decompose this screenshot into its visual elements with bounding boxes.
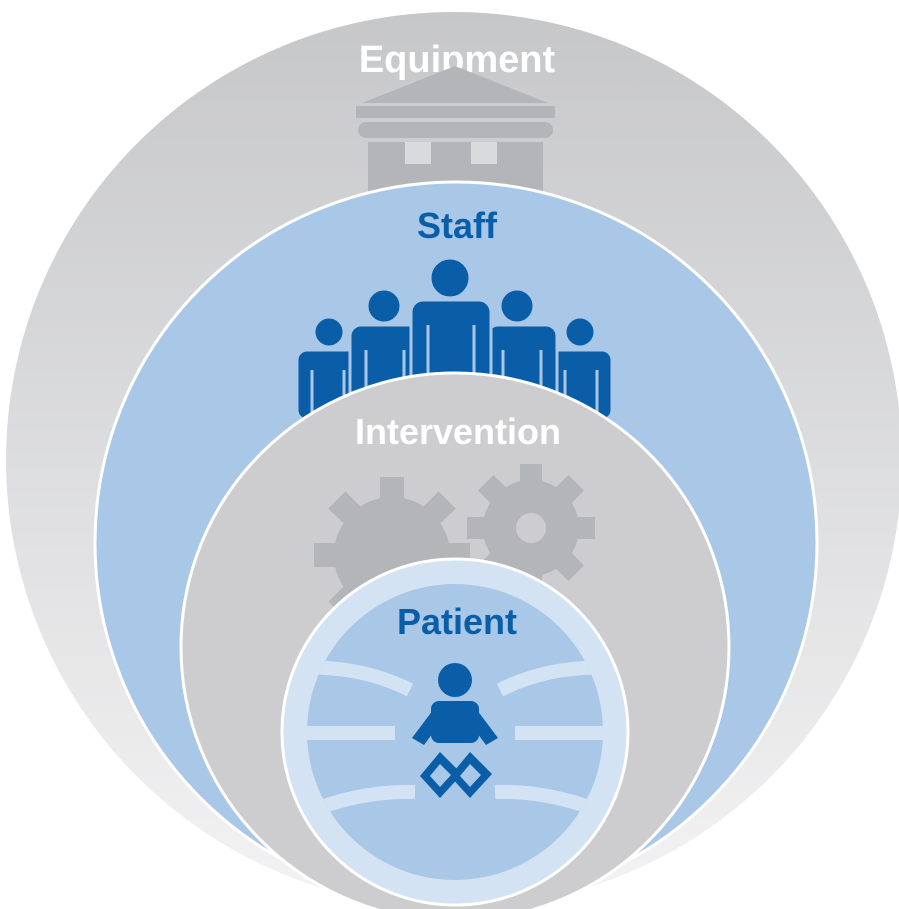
baby-leg-detail: [430, 764, 481, 787]
patient-layer: Patient: [280, 557, 630, 907]
staff-label: Staff: [417, 205, 498, 246]
patient-label: Patient: [397, 601, 517, 642]
building-windows: [405, 142, 497, 164]
intervention-label: Intervention: [355, 411, 561, 452]
